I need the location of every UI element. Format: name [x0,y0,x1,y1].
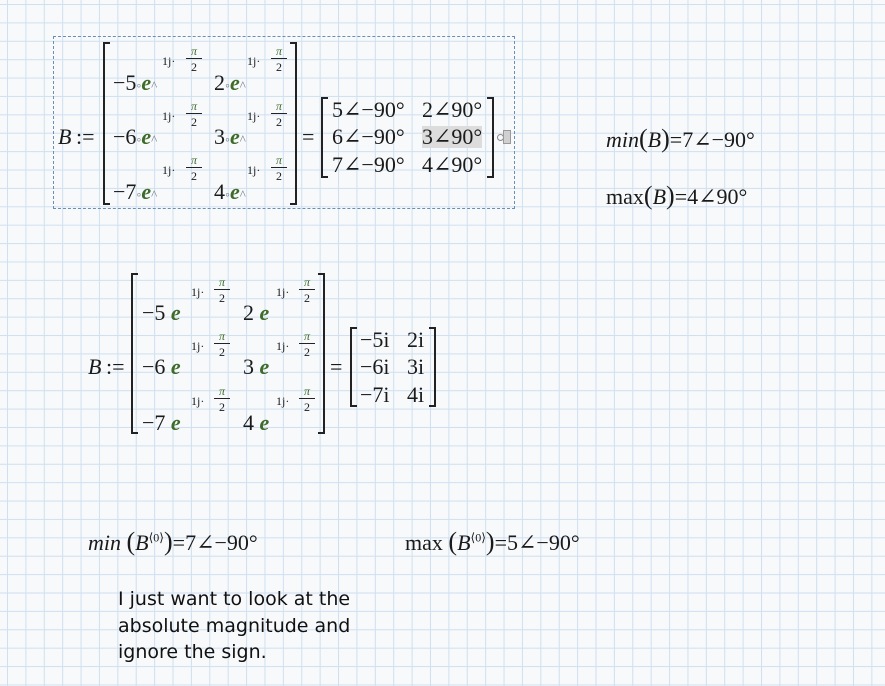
euler-constant: e [141,70,152,95]
result-bracket-left [321,97,328,178]
exponent-imag: 1j· [162,109,176,123]
result-cell: 7∠−90° [332,152,405,177]
euler-constant: e [170,354,181,379]
min-expression[interactable]: min(B)=7∠−90° [606,124,755,153]
exponent-imag: 1j· [276,394,290,408]
exponent-imag: 1j· [276,285,290,299]
math-region-selected[interactable] [53,36,515,209]
result-bracket-right [429,327,436,407]
result-cell: −7i [360,382,390,407]
result-cell: 3i [407,354,425,379]
matrix-bracket-right [318,273,325,434]
resize-handle[interactable] [503,130,511,144]
max-expression[interactable]: max(B)=4∠90° [606,181,748,210]
exponent-imag: 1j· [276,339,290,353]
euler-constant: e [259,354,270,379]
matrix-bracket-left [103,42,110,205]
matrix-cell[interactable]: 4◦e^ [214,179,246,204]
result-cell: 4∠90° [422,152,483,177]
result-cell: 2i [407,327,425,352]
matrix-cell[interactable]: 3◦e^ [214,124,246,149]
exponent-imag: 1j· [162,54,176,68]
euler-constant: e [141,179,152,204]
euler-constant: e [259,410,270,435]
variable-B[interactable]: B [88,354,102,379]
euler-constant: e [170,410,181,435]
result-cell: −5i [360,327,390,352]
min-column-expression[interactable]: min (B⟨0⟩)=7∠−90° [88,527,258,556]
matrix-cell[interactable]: −5◦e^ [113,70,158,95]
result-bracket-left [350,327,357,407]
max-column-expression[interactable]: max (B⟨0⟩)=5∠−90° [405,527,580,556]
result-cell: 5∠−90° [332,97,405,122]
exponent-imag: 1j· [191,394,205,408]
result-cell: 2∠90° [422,97,483,122]
matrix-cell[interactable]: −6 e [142,354,181,379]
matrix-cell[interactable]: 4 e [243,410,270,435]
exponent-imag: 1j· [247,109,261,123]
euler-constant: e [229,70,240,95]
matrix-cell[interactable]: −6◦e^ [113,124,158,149]
result-cell: −6i [360,354,390,379]
euler-constant: e [259,300,270,325]
define-operator: := [76,124,95,149]
text-note[interactable]: I just want to look at the absolute magn… [118,588,351,663]
exponent-imag: 1j· [247,163,261,177]
result-cell: 6∠−90° [332,124,405,149]
euler-constant: e [229,179,240,204]
matrix-cell[interactable]: −5 e [142,300,181,325]
exponent-imag: 1j· [162,163,176,177]
matrix-cell[interactable]: 2 e [243,300,270,325]
exponent-imag: 1j· [247,54,261,68]
euler-constant: e [141,124,152,149]
matrix-cell[interactable]: −7◦e^ [113,179,158,204]
equals-sign: = [330,354,343,379]
result-bracket-right [487,97,494,178]
matrix-bracket-right [290,42,297,205]
variable-B[interactable]: B [58,124,72,149]
result-cell-selected[interactable]: 3∠90° [422,124,483,149]
exponent-imag: 1j· [191,339,205,353]
equals-sign: = [302,124,315,149]
euler-constant: e [229,124,240,149]
euler-constant: e [170,300,181,325]
matrix-cell[interactable]: 2◦e^ [214,70,246,95]
define-operator: := [106,354,125,379]
exponent-imag: 1j· [191,285,205,299]
matrix-cell[interactable]: 3 e [243,354,270,379]
matrix-cell[interactable]: −7 e [142,410,181,435]
result-cell: 4i [407,382,425,407]
matrix-bracket-left [131,273,138,434]
